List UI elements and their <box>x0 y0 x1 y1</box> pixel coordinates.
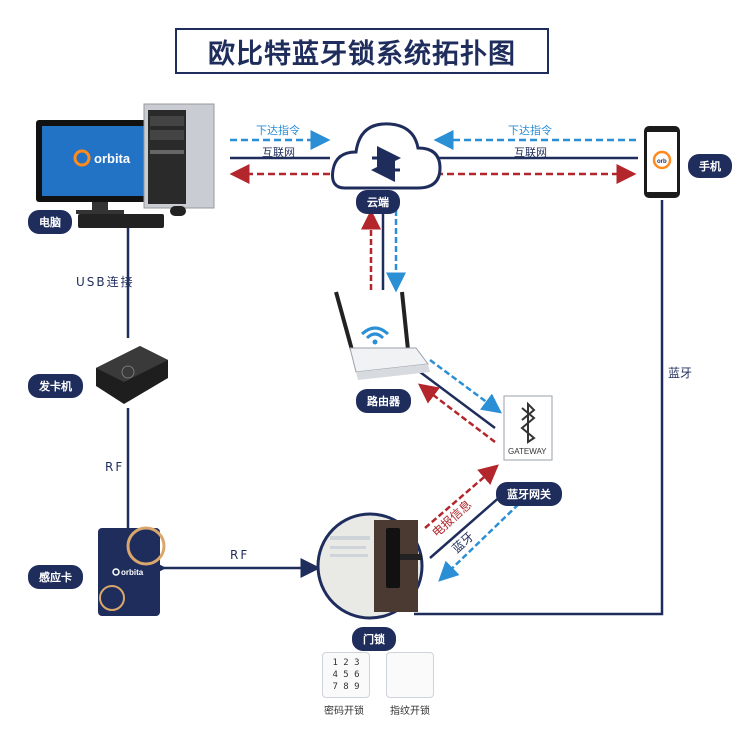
password-unlock-label: 密码开锁 <box>324 706 364 717</box>
fingerprint-box <box>386 652 434 698</box>
svg-text:orbita: orbita <box>94 151 131 166</box>
node-card-tag: 感应卡 <box>28 565 83 589</box>
node-door-lock-tag: 门锁 <box>352 627 396 651</box>
router-gateway-link <box>418 358 503 443</box>
node-computer-tag: 电脑 <box>28 210 72 234</box>
node-phone-tag: 手机 <box>688 154 732 178</box>
link-label-cmd-left: 下达指令 <box>256 124 300 137</box>
cloud-icon <box>331 122 442 190</box>
router-illustration <box>334 291 430 380</box>
phone-illustration: orb <box>644 126 680 198</box>
link-label-usb: USB连接 <box>76 275 135 289</box>
card-illustration: orbita <box>98 526 166 616</box>
node-card-issuer-tag: 发卡机 <box>28 374 83 398</box>
phone-lock-bluetooth-link <box>414 200 664 616</box>
gateway-illustration: GATEWAY <box>503 395 553 461</box>
card-issuer-illustration <box>96 346 168 404</box>
keypad-row: 1 2 3 <box>332 658 360 668</box>
node-cloud-tag: 云端 <box>356 190 400 214</box>
svg-text:orb: orb <box>657 159 667 165</box>
computer-illustration: orbita <box>36 103 215 228</box>
link-label-rf-horizontal: RF <box>230 548 250 562</box>
phone-cloud-link <box>433 130 638 184</box>
svg-text:GATEWAY: GATEWAY <box>508 447 547 456</box>
link-label-rf-vertical: RF <box>105 460 125 474</box>
diagram-title: 欧比特蓝牙锁系统拓扑图 <box>175 28 549 74</box>
computer-cloud-link <box>229 130 331 184</box>
keypad-icon: 1 2 3 4 5 6 7 8 9 <box>322 652 370 698</box>
link-label-bluetooth: 蓝牙 <box>668 366 693 380</box>
svg-text:orbita: orbita <box>121 568 144 577</box>
cloud-router-link <box>361 209 406 293</box>
node-gateway-tag: 蓝牙网关 <box>496 482 562 506</box>
fingerprint-unlock-label: 指纹开锁 <box>390 706 430 717</box>
link-label-net-left: 互联网 <box>262 146 295 159</box>
link-label-cmd-right: 下达指令 <box>508 124 552 137</box>
keypad-row: 4 5 6 <box>332 670 360 680</box>
door-lock-illustration <box>316 512 424 620</box>
node-router-tag: 路由器 <box>356 389 411 413</box>
link-label-net-right: 互联网 <box>514 146 547 159</box>
keypad-row: 7 8 9 <box>332 682 360 692</box>
